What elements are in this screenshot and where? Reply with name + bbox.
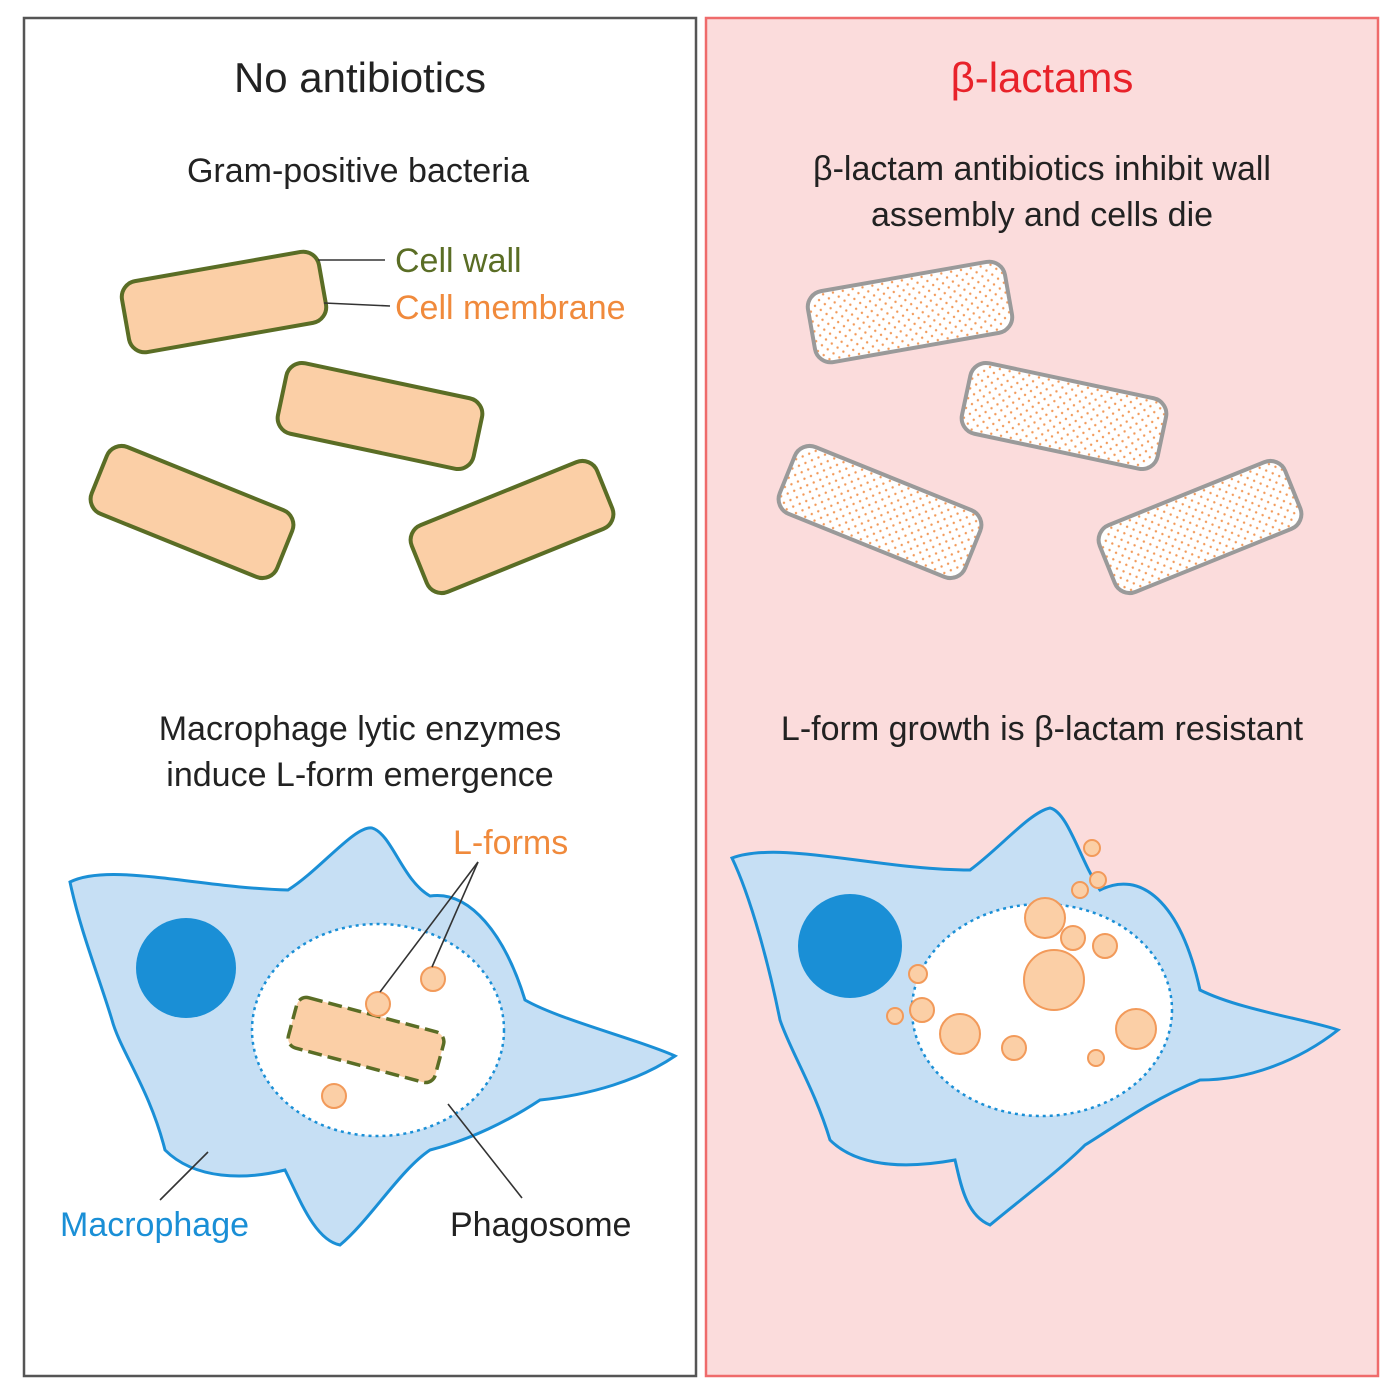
- right-caption: L-form growth is β-lactam resistant: [781, 710, 1304, 748]
- cell-membrane-leader-line: [323, 302, 391, 307]
- lform-right: [1024, 897, 1066, 939]
- lform-right: [1060, 925, 1086, 951]
- right-subtitle-line2: assembly and cells die: [871, 196, 1213, 234]
- lform-right: [1023, 949, 1085, 1011]
- label-lforms: L-forms: [453, 824, 568, 862]
- bacterium-healthy-2: [275, 360, 485, 472]
- bacterium-dying-1: [805, 259, 1015, 365]
- lform-left-3: [321, 1083, 347, 1109]
- lform-right: [909, 997, 935, 1023]
- bacterium-dying-4: [1096, 458, 1304, 596]
- bacterium-healthy-4: [408, 458, 616, 596]
- lform-right: [1083, 839, 1101, 857]
- lforms-right: [886, 839, 1157, 1067]
- label-phagosome: Phagosome: [450, 1206, 631, 1244]
- lform-right: [1087, 1049, 1105, 1067]
- label-cell-wall: Cell wall: [395, 242, 522, 280]
- left-caption-line1: Macrophage lytic enzymes: [159, 710, 562, 748]
- left-subtitle: Gram-positive bacteria: [187, 152, 529, 190]
- left-caption-line2: induce L-form emergence: [166, 756, 553, 794]
- lform-left-2: [420, 966, 446, 992]
- label-macrophage: Macrophage: [60, 1206, 249, 1244]
- lform-right: [1115, 1008, 1157, 1050]
- lforms-leader-line-2: [431, 861, 479, 968]
- macrophage-leader-line: [159, 1151, 209, 1201]
- lform-right: [1001, 1035, 1027, 1061]
- lforms-leader-line-1: [379, 861, 479, 993]
- left-panel-title: No antibiotics: [234, 54, 486, 101]
- lform-right: [908, 964, 928, 984]
- bacterium-healthy-3: [88, 443, 296, 581]
- macrophage-nucleus-right: [798, 894, 902, 998]
- bacterium-dying-2: [959, 360, 1169, 472]
- right-panel-title: β-lactams: [951, 54, 1134, 101]
- right-subtitle-line1: β-lactam antibiotics inhibit wall: [813, 150, 1271, 188]
- lform-right: [886, 1007, 904, 1025]
- lform-right: [1089, 871, 1107, 889]
- lform-right: [939, 1013, 981, 1055]
- lform-right: [1092, 933, 1118, 959]
- label-cell-membrane: Cell membrane: [395, 289, 626, 327]
- macrophage-nucleus-left: [136, 918, 236, 1018]
- bacterium-dying-3: [776, 443, 984, 581]
- lform-right: [1071, 881, 1089, 899]
- lform-left-1: [365, 991, 391, 1017]
- bacterium-healthy-1: [119, 249, 329, 355]
- phagosome-leader-line: [447, 1103, 523, 1199]
